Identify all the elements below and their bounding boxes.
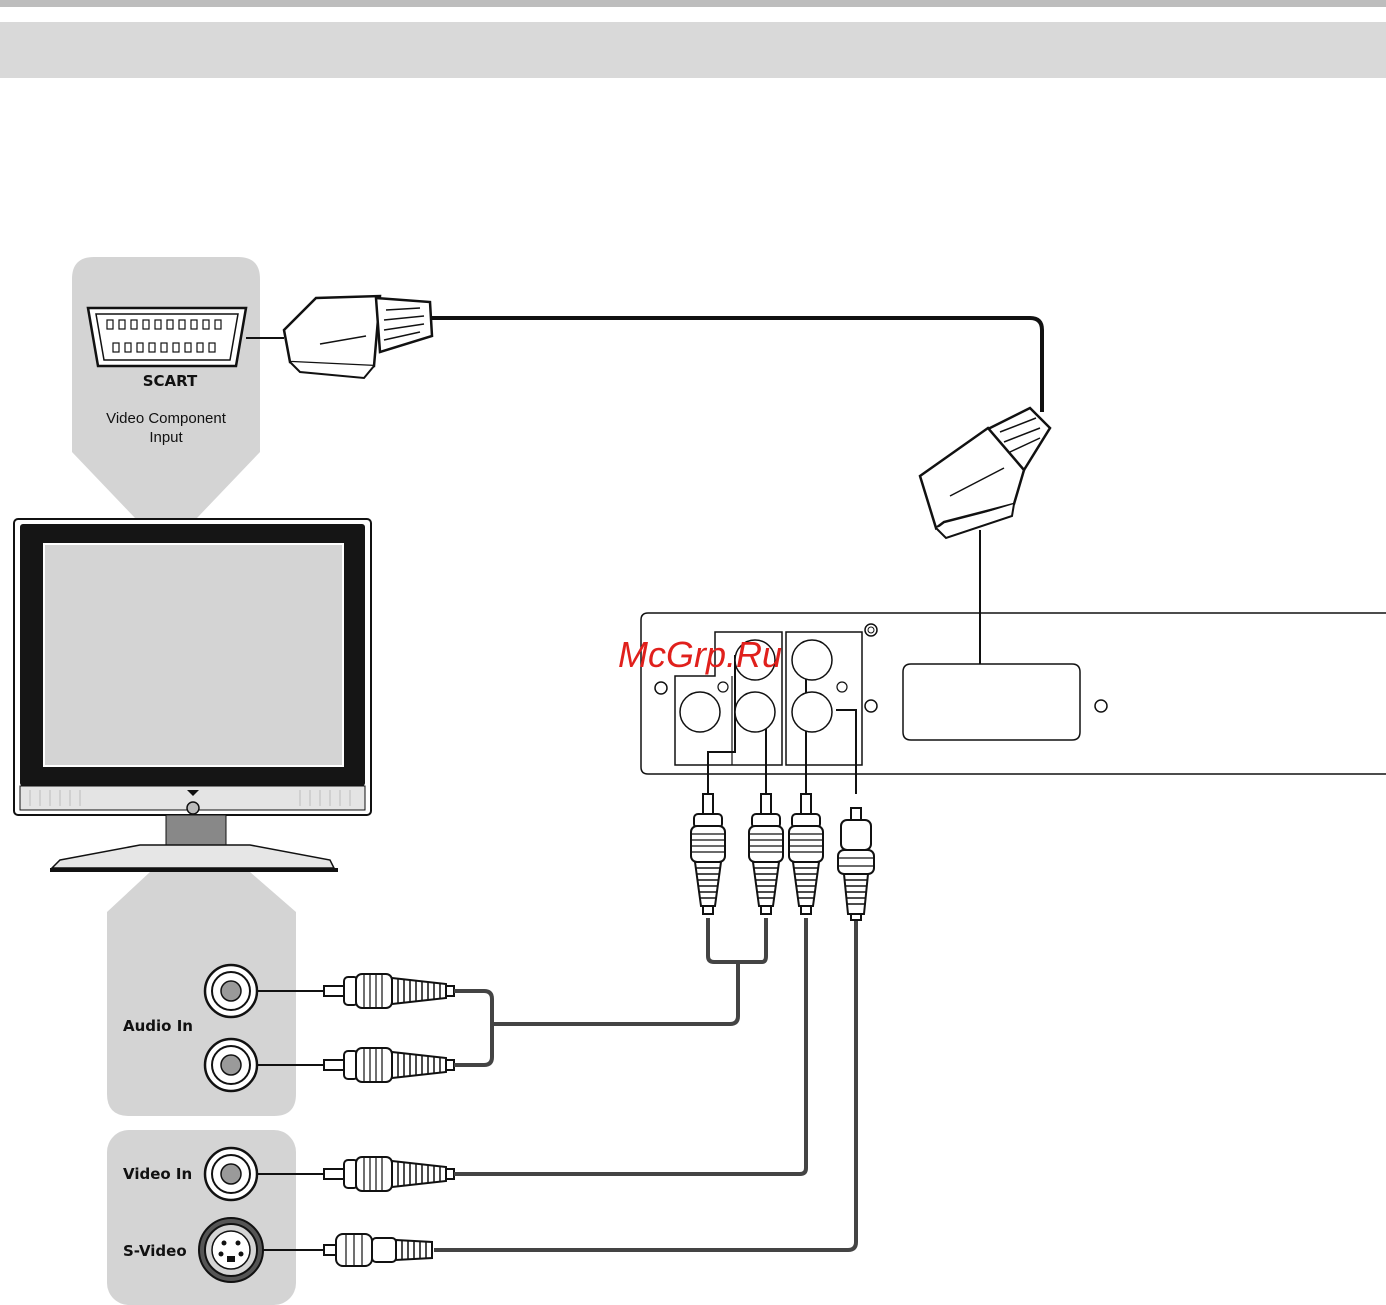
scart-cable	[432, 318, 1042, 412]
scart-plug-player-end	[920, 408, 1050, 705]
video-input-panel	[107, 1130, 296, 1305]
scart-plug-tv-end	[284, 296, 432, 378]
scart-label: SCART	[143, 372, 198, 390]
svideo-plug-tv	[324, 1234, 432, 1266]
caption-line-2: Input	[149, 429, 183, 446]
video-jack	[205, 1148, 257, 1200]
av-cables	[434, 918, 856, 1250]
audio-right-plug-player	[749, 794, 783, 914]
svideo-plug-player	[838, 808, 874, 920]
audio-input-panel	[107, 872, 296, 1116]
audio-jack-right	[205, 1039, 257, 1091]
video-plug-tv	[324, 1157, 454, 1191]
watermark-text: McGrp.Ru	[618, 634, 782, 675]
video-in-label: Video In	[123, 1165, 192, 1183]
audio-in-label: Audio In	[123, 1017, 193, 1035]
television	[14, 519, 371, 872]
audio-left-plug-player	[691, 794, 725, 914]
caption-line-1: Video Component	[106, 410, 227, 427]
audio-jack-left	[205, 965, 257, 1017]
audio-right-plug-tv	[324, 1048, 454, 1082]
svideo-jack	[199, 1218, 263, 1282]
video-plug-player	[789, 794, 823, 914]
audio-left-plug-tv	[324, 974, 454, 1008]
svideo-label: S-Video	[123, 1242, 187, 1260]
